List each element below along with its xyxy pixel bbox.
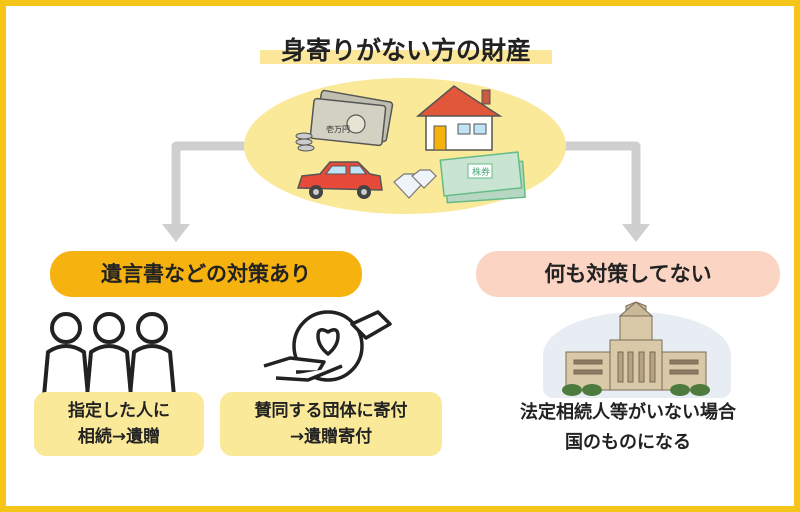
car-icon	[296, 161, 383, 199]
diagram-title: 身寄りがない方の財産	[280, 36, 531, 65]
left-arrow	[171, 141, 258, 228]
people-icon	[42, 312, 176, 397]
option-line: 賛同する団体に寄付	[254, 401, 408, 421]
right-arrow	[554, 141, 641, 228]
option-line: →遺贈寄付	[289, 427, 373, 447]
branch-no-measures: 何も対策してない	[476, 251, 780, 297]
diamond-icon	[393, 169, 437, 199]
no-measures-result: 法定相続人等がいない場合 国のものになる	[476, 398, 780, 458]
donation-hands-icon	[263, 310, 392, 382]
assets-illustration: 壱万円	[295, 85, 526, 204]
parliament-building-icon	[562, 301, 710, 396]
result-line: 法定相続人等がいない場合	[520, 402, 736, 423]
option-designated-person: 指定した人に 相続→遺贈	[34, 392, 204, 456]
securities-label: 株券	[472, 166, 490, 178]
left-arrow-head	[162, 224, 190, 242]
right-illustration	[562, 301, 710, 396]
option-donation: 賛同する団体に寄付 →遺贈寄付	[220, 392, 442, 456]
house-icon	[415, 85, 503, 151]
right-arrow-head	[622, 224, 650, 242]
left-illustrations	[42, 310, 392, 397]
result-line: 国のものになる	[565, 432, 691, 453]
title-highlight	[260, 50, 552, 64]
option-line: 相続→遺贈	[77, 427, 161, 447]
branch-with-measures: 遺言書などの対策あり	[50, 251, 362, 297]
option-line: 指定した人に	[68, 401, 170, 421]
banknotes-coins-icon: 壱万円	[295, 89, 394, 152]
banknote-label: 壱万円	[326, 124, 350, 134]
securities-icon: 株券	[439, 151, 526, 204]
flow-arrows	[162, 141, 650, 242]
